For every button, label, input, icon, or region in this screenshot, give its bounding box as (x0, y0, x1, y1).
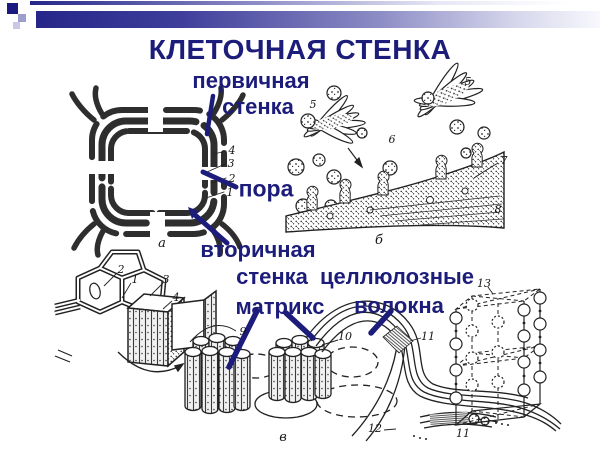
figure-v-number-10: 10 (338, 330, 352, 343)
figure-b-number-7: 7 (501, 154, 508, 167)
slide-title: КЛЕТОЧНАЯ СТЕНКА (148, 34, 452, 65)
label-matrix: матрикс (235, 294, 325, 319)
honeycomb-leader-lines (103, 272, 173, 310)
wall-formation-figure (285, 62, 505, 233)
label-cellulose-fibers-line1: целлюлозные (319, 264, 475, 289)
honeycomb-number-3: 3 (163, 273, 170, 286)
wall-inclusions (326, 187, 469, 220)
fiber-number-12: 12 (368, 422, 382, 435)
figure-a-number-3: 3 (228, 157, 235, 170)
honeycomb-number-1: 1 (132, 273, 139, 286)
fibril-bundle-figure (184, 325, 398, 419)
label-cellulose-fibers-line2: волокна (354, 293, 444, 318)
figure-a-number-2: 2 (228, 172, 236, 185)
fiber-number-11-bottom: 11 (456, 427, 470, 440)
figure-b-number-5-right: 5 (465, 75, 472, 88)
cellulose-lattice-figure (449, 286, 547, 426)
pointer-matrix-left (226, 308, 260, 370)
fiber-number-11-top: 11 (421, 330, 435, 343)
fibre-bundle-icon (302, 94, 366, 144)
honeycomb-number-4: 4 (172, 291, 180, 304)
honeycomb-number-2: 2 (117, 263, 125, 276)
label-primary-wall-line2: стенка (222, 94, 294, 119)
figure-a-number-1: 1 (227, 186, 234, 199)
figure-a-mark: а (158, 236, 166, 251)
lattice-residues (449, 291, 547, 405)
cell-lens (89, 282, 101, 300)
magnify-connector-arrow (117, 351, 185, 373)
tissue-cells-figure (54, 249, 217, 373)
pointer-primary-wall (204, 93, 216, 137)
figure-b-number-6: 6 (389, 133, 396, 146)
deposition-arrow (347, 147, 364, 169)
cylinder-bundle-right (268, 334, 332, 404)
figure-b-number-5-left: 5 (310, 98, 317, 111)
lattice-link-dots (454, 309, 542, 386)
label-pore: пора (238, 175, 294, 202)
header-gradient-bar (36, 11, 600, 28)
wall-bumps (306, 142, 484, 211)
pointer-cellulose-fibers (368, 308, 394, 336)
figure-v-mark: в (279, 430, 287, 445)
wall-layer-hatching (369, 195, 504, 226)
label-primary-wall-line1: первичная (192, 68, 310, 93)
figure-b-mark: б (375, 233, 383, 248)
cell-corner-flares (69, 85, 246, 258)
corner-square-dark (7, 3, 18, 14)
figure-numbers: 4 3 2 1 а 5 5 6 7 8 б 2 1 3 4 9 10 в 11 … (117, 75, 508, 445)
figure-b-leader-7 (473, 162, 499, 179)
corner-square-medium (18, 14, 26, 22)
pointer-pore (200, 169, 239, 190)
label-pointer-lines (188, 93, 394, 370)
honeycomb-wall-lumen (54, 251, 165, 314)
header-thin-bar (30, 1, 600, 5)
label-secondary-wall-line1: вторичная (200, 237, 316, 262)
pointer-secondary-wall (192, 212, 230, 246)
pointer-secondary-wall-arrowhead (188, 207, 199, 219)
lattice-number-13: 13 (477, 277, 491, 290)
figure-v-number-9: 9 (240, 325, 247, 338)
lattice-leader-13 (487, 286, 494, 295)
figure-b-number-8: 8 (495, 203, 502, 216)
cellulose-fiber-strands (305, 300, 562, 442)
growing-wall-mound (285, 150, 505, 233)
cell-cross-section-figure (69, 85, 246, 258)
pointer-matrix-right (283, 310, 316, 341)
figure-a-number-4: 4 (228, 144, 236, 157)
fiber-tail-dots (413, 422, 509, 440)
corner-square-light (13, 22, 20, 29)
label-secondary-wall-line2: стенка (236, 264, 308, 289)
